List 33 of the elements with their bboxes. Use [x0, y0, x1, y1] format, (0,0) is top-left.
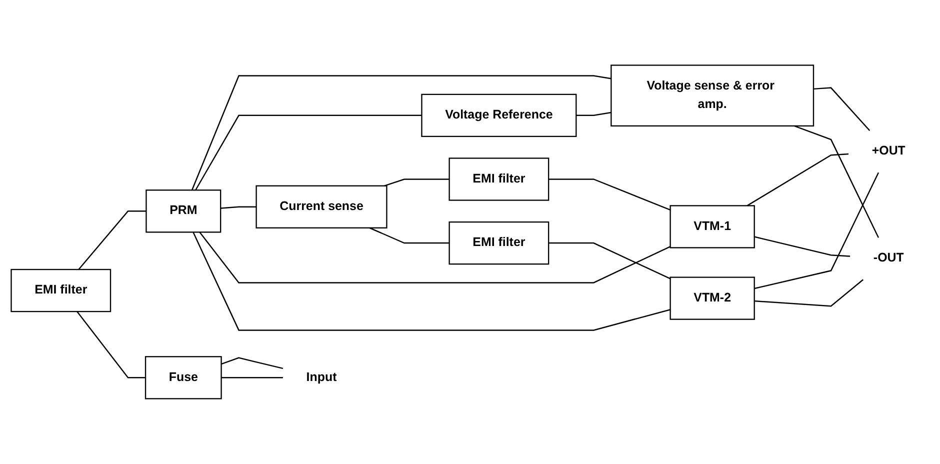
node-text: Input	[306, 370, 337, 384]
connector	[195, 114, 422, 190]
node-box: Current sense	[256, 185, 388, 228]
node-text: -OUT	[873, 252, 904, 265]
node-box: Fuse	[144, 356, 222, 400]
connector	[369, 227, 450, 244]
connector	[548, 242, 671, 280]
node-box: EMI filter	[448, 222, 550, 265]
connector	[221, 377, 283, 378]
connector	[76, 311, 146, 378]
connector	[576, 112, 612, 116]
connector	[199, 232, 671, 284]
connector	[754, 279, 864, 307]
connector	[754, 172, 880, 290]
node-box: Voltage sense & error amp.	[610, 64, 814, 127]
connector	[78, 210, 146, 270]
connector	[813, 87, 870, 132]
connector	[221, 357, 284, 370]
node-box: VTM-1	[670, 205, 755, 248]
node-box: EMI filter	[448, 158, 550, 201]
node-box: PRM	[146, 190, 222, 233]
connector	[794, 125, 880, 238]
connector	[754, 236, 850, 257]
connector	[191, 75, 612, 190]
connector	[746, 153, 849, 206]
node-box: VTM-2	[670, 276, 755, 320]
connector	[384, 178, 450, 186]
node-box: EMI filter	[10, 268, 112, 312]
connector	[192, 232, 670, 331]
connector	[548, 178, 671, 211]
node-text: +OUT	[872, 144, 906, 158]
connector	[220, 206, 256, 209]
node-box: Voltage Reference	[421, 94, 577, 138]
